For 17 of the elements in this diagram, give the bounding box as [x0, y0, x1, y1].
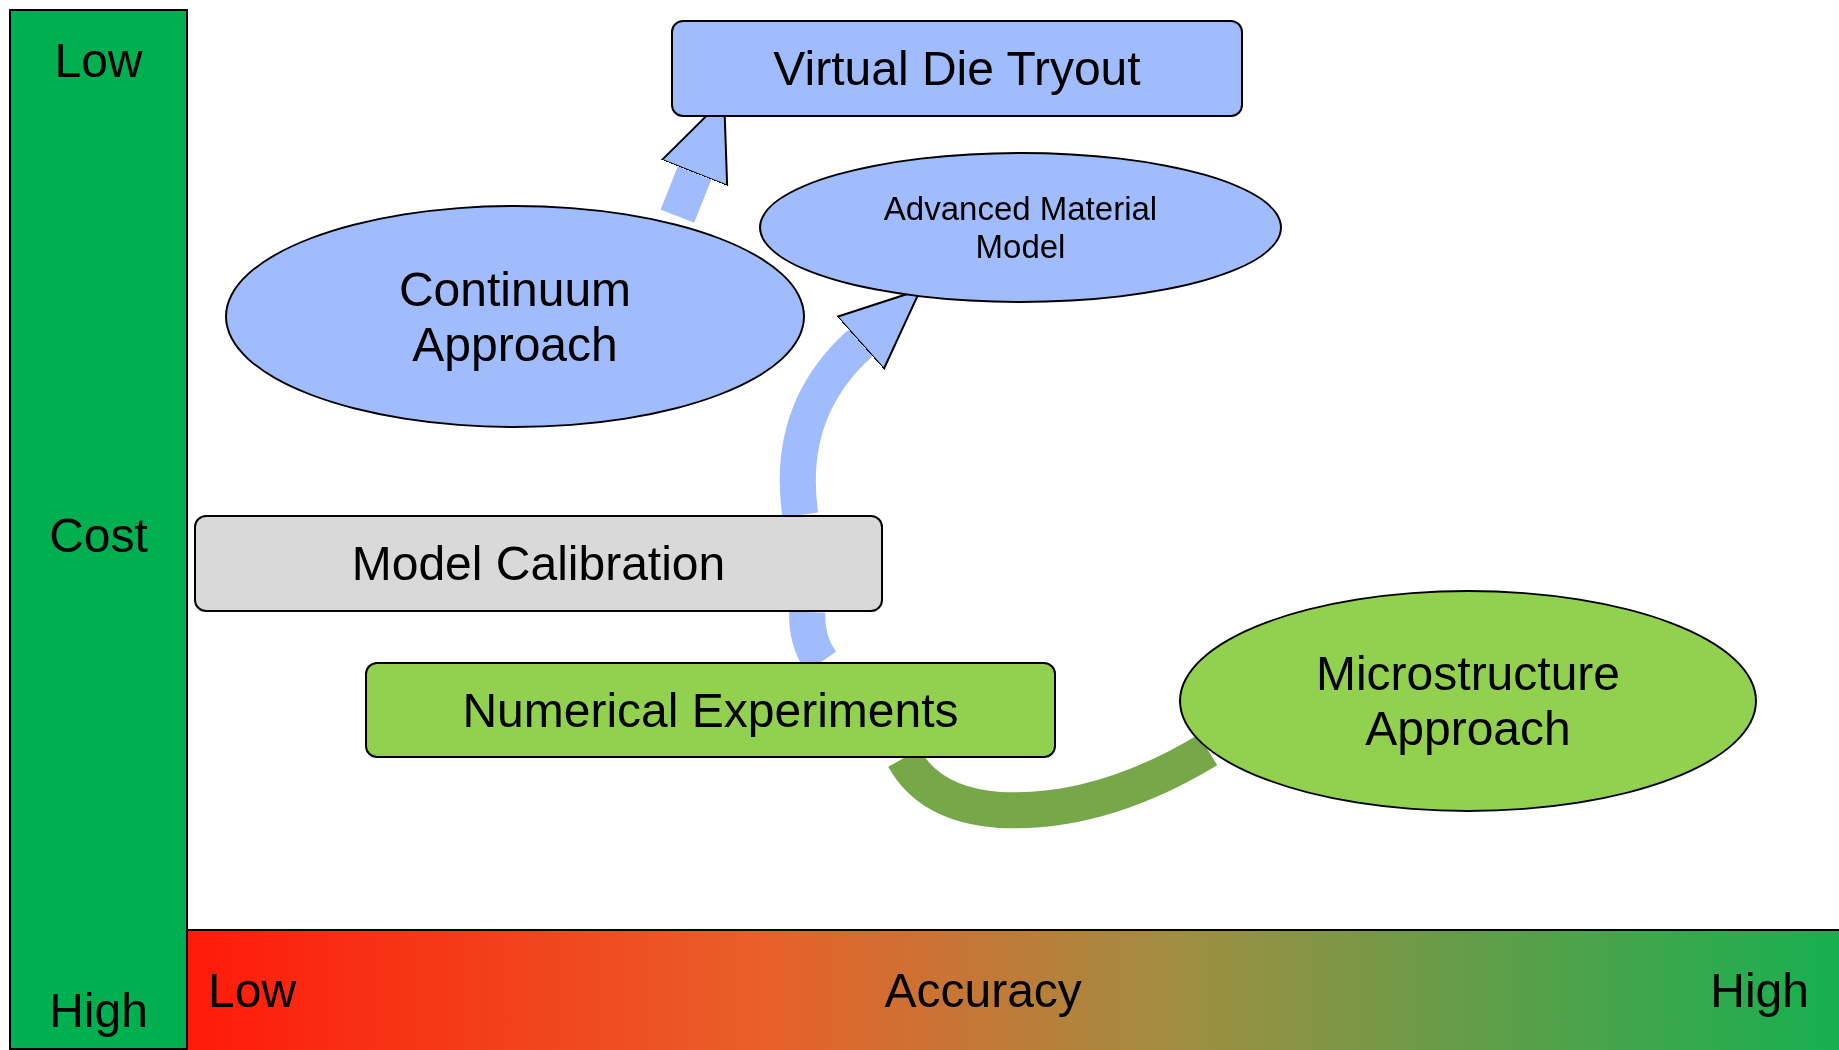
node-label: Model Calibration [351, 536, 726, 591]
axis-label: Low [54, 33, 143, 88]
axis-label: High [1710, 963, 1809, 1018]
node-label: Virtual Die Tryout [773, 41, 1141, 96]
accuracy-axis-bar [188, 929, 1839, 1050]
node-label: Advanced Material Model [882, 189, 1159, 266]
axis-label: Low [208, 963, 297, 1018]
axis-label: Cost [49, 508, 148, 563]
process-box [365, 662, 1056, 758]
axis-label: Accuracy [884, 963, 1082, 1018]
process-box [194, 515, 883, 612]
node-label: Numerical Experiments [462, 682, 959, 738]
process-box [671, 20, 1243, 117]
node-label: Microstructure Approach [1314, 646, 1622, 756]
cost-axis-bar [9, 9, 188, 1050]
axis-label: High [49, 983, 148, 1038]
node-label: Continuum Approach [397, 261, 633, 372]
